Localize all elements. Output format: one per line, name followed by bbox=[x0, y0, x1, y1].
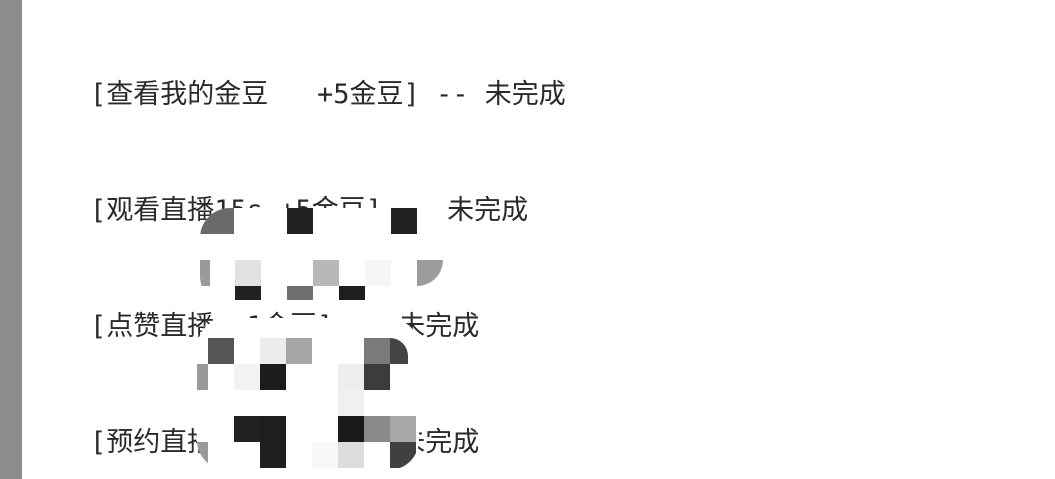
log-line-task-view-coins: [查看我的金豆 +5金豆] -- 未完成 bbox=[90, 79, 566, 111]
redaction-mosaic-2 bbox=[197, 318, 419, 470]
terminal-gutter bbox=[0, 0, 22, 479]
terminal-log[interactable]: [查看我的金豆 +5金豆] -- 未完成 [观看直播15s +5金豆] -- 未… bbox=[90, 0, 777, 479]
log-line-task-like-live: [点赞直播 +1金豆] -- 未完成 bbox=[90, 310, 480, 342]
log-line-task-reserve-live: [预约直播 +5金豆] -- 未完成 bbox=[90, 426, 480, 458]
redaction-mosaic-1 bbox=[200, 208, 445, 306]
